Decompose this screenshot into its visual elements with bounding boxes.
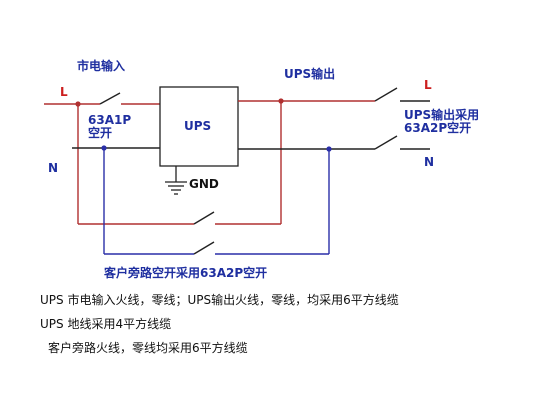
bypass-breaker-note: 客户旁路空开采用63A2P空开 — [104, 266, 268, 280]
neutral-left-label: N — [48, 161, 59, 175]
input-breaker-type-label: 空开 — [88, 126, 113, 140]
gnd-label: GND — [189, 177, 219, 191]
mains-input-label: 市电输入 — [77, 59, 126, 73]
line-left-label: L — [60, 85, 68, 99]
line-right-label: L — [424, 78, 432, 92]
ground-cable-note: UPS 地线采用4平方线缆 — [40, 317, 172, 331]
neutral-output-junction-dot — [326, 146, 332, 152]
ups-box — [159, 86, 239, 167]
output-breaker-label-line2: 63A2P空开 — [404, 121, 472, 135]
output-breaker-neutral-switch — [374, 135, 398, 150]
output-breaker-line-switch — [374, 87, 398, 102]
output-breaker-label-line1: UPS输出采用 — [404, 108, 480, 122]
bypass-breaker-line-switch — [193, 211, 215, 225]
ups-output-label: UPS输出 — [284, 67, 336, 81]
cable-note-line: UPS 市电输入火线，零线；UPS输出火线，零线，均采用6平方线缆 — [40, 293, 399, 307]
input-breaker-model-label: 63A1P — [88, 113, 132, 127]
bypass-breaker-neutral-switch — [193, 241, 215, 255]
gnd-symbol-icon — [165, 181, 187, 195]
ups-box-label: UPS — [184, 119, 212, 133]
neutral-right-label: N — [424, 155, 435, 169]
line-output-junction-dot — [278, 98, 284, 104]
input-breaker-switch — [99, 92, 121, 105]
bypass-cable-note: 客户旁路火线，零线均采用6平方线缆 — [48, 341, 248, 355]
